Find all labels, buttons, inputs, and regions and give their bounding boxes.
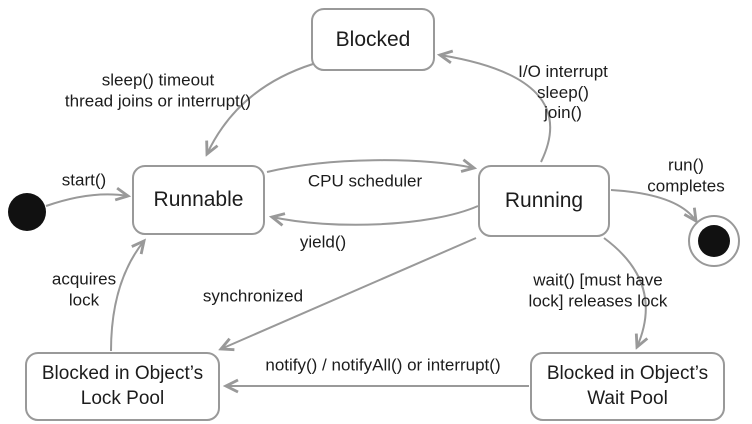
edge-start-to-runnable xyxy=(45,194,128,207)
edge-label-acquires-lock: acquires lock xyxy=(51,269,117,309)
edge-label-wait-releases-lock: wait() [must have lock] releases lock xyxy=(528,270,668,310)
edge-label-synchronized: synchronized xyxy=(202,286,304,306)
edge-running-to-final xyxy=(610,189,696,221)
state-blocked-in-lock-pool: Blocked in Object’s Lock Pool xyxy=(25,352,220,421)
edge-label-run-completes: run() completes xyxy=(647,155,725,195)
initial-state-icon xyxy=(8,193,46,231)
edge-label-yield: yield() xyxy=(299,232,347,252)
state-blocked: Blocked xyxy=(311,8,435,71)
edge-label-notify: notify() / notifyAll() or interrupt() xyxy=(265,355,501,375)
edge-blocked-to-runnable xyxy=(207,63,314,154)
state-runnable: Runnable xyxy=(132,165,265,235)
edge-label-io-interrupt: I/O interrupt sleep() join() xyxy=(518,61,608,123)
final-state-icon xyxy=(698,225,730,257)
edge-running-to-wait-pool xyxy=(603,237,646,347)
final-state-ring-icon xyxy=(688,215,740,267)
edge-label-sleep-timeout: sleep() timeout thread joins or interrup… xyxy=(64,70,252,110)
edge-lock-pool-to-runnable xyxy=(110,241,144,352)
state-running: Running xyxy=(478,165,610,237)
edge-label-start: start() xyxy=(61,170,107,190)
edge-runnable-to-running-cpu-scheduler xyxy=(266,160,474,173)
edge-running-to-lock-pool-synchronized xyxy=(221,237,477,349)
state-blocked-in-wait-pool: Blocked in Object’s Wait Pool xyxy=(530,352,725,421)
edge-label-cpu-scheduler: CPU scheduler xyxy=(307,171,423,191)
edge-running-to-blocked xyxy=(440,55,552,163)
edge-running-to-runnable-yield xyxy=(272,205,479,225)
